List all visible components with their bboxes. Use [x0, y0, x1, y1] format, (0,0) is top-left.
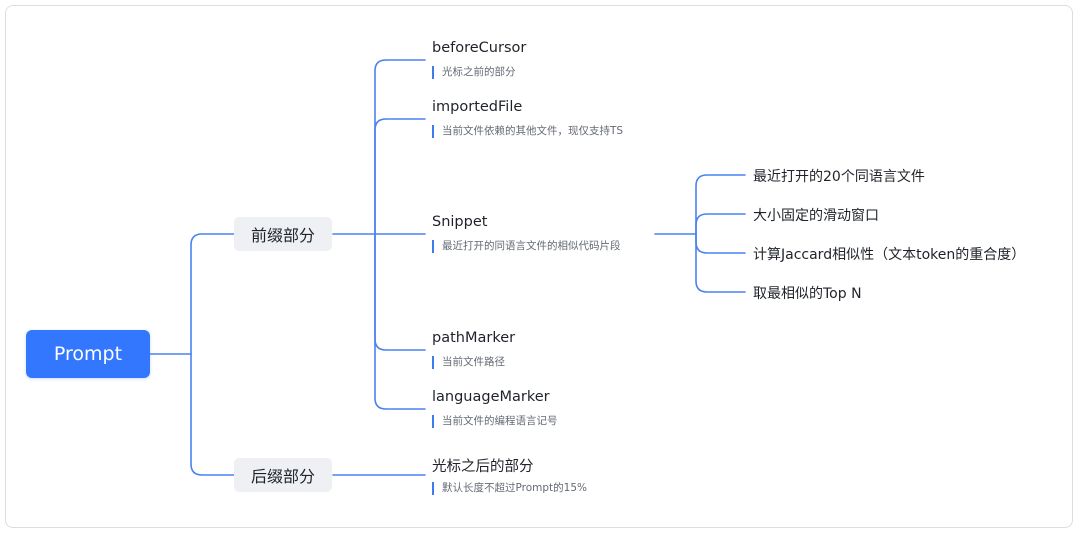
leaf-note-beforecursor: 光标之前的部分 [432, 66, 516, 79]
leaf-note-snippet: 最近打开的同语言文件的相似代码片段 [432, 240, 621, 253]
snippet-detail-sliding-window[interactable]: 大小固定的滑动窗口 [753, 208, 879, 224]
root-node-label: Prompt [53, 343, 123, 365]
leaf-title-pathmarker[interactable]: pathMarker [432, 330, 516, 346]
group-node-suffix[interactable]: 后缀部分 [234, 458, 332, 492]
connector-prefix-beforecursor [374, 59, 426, 235]
connector-prefix-languagemarker [374, 233, 426, 410]
leaf-title-languagemarker[interactable]: languageMarker [432, 389, 550, 405]
connector-prefix-pathmarker [374, 233, 426, 351]
connector-root-prefix [190, 233, 235, 355]
group-node-label: 后缀部分 [250, 467, 315, 486]
snippet-detail-top-n[interactable]: 取最相似的Top N [753, 286, 862, 302]
leaf-title-after-cursor[interactable]: 光标之后的部分 [432, 459, 534, 475]
connector-detail-3 [695, 233, 746, 254]
leaf-note-pathmarker: 当前文件路径 [432, 356, 505, 369]
leaf-title-beforecursor[interactable]: beforeCursor [432, 40, 527, 56]
snippet-detail-jaccard[interactable]: 计算Jaccard相似性（文本token的重合度） [753, 247, 1026, 263]
root-node-prompt[interactable]: Prompt [26, 330, 150, 378]
leaf-note-after-cursor: 默认长度不超过Prompt的15% [432, 482, 587, 495]
group-node-label: 前缀部分 [250, 226, 315, 245]
connector-detail-4 [695, 233, 746, 293]
connector-root-suffix [190, 353, 235, 476]
leaf-title-snippet[interactable]: Snippet [432, 214, 488, 230]
snippet-detail-recent-files[interactable]: 最近打开的20个同语言文件 [753, 169, 925, 185]
connector-detail-1 [695, 174, 746, 235]
connector-detail-2 [695, 213, 746, 235]
connector-prefix-importedfile [374, 118, 426, 235]
leaf-title-importedfile[interactable]: importedFile [432, 99, 523, 115]
group-node-prefix[interactable]: 前缀部分 [234, 217, 332, 251]
mindmap-canvas [5, 5, 1073, 528]
leaf-note-importedfile: 当前文件依赖的其他文件，现仅支持TS [432, 125, 623, 138]
leaf-note-languagemarker: 当前文件的编程语言记号 [432, 415, 558, 428]
